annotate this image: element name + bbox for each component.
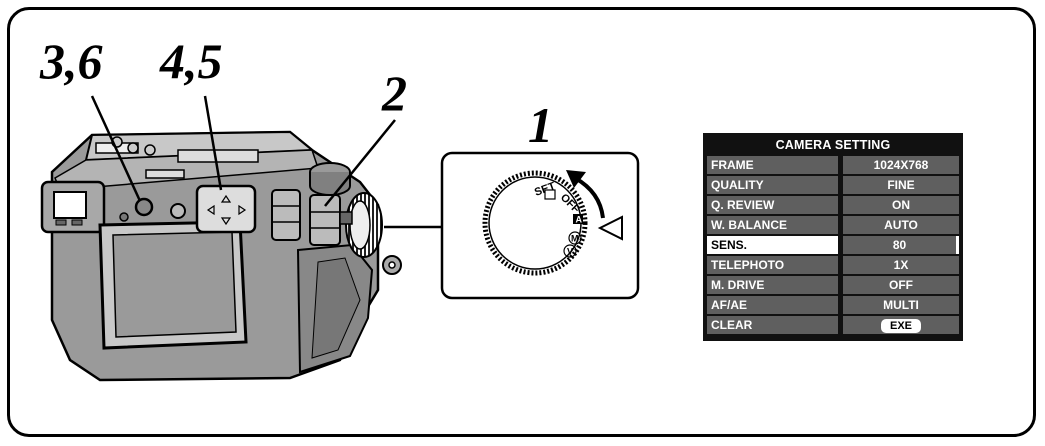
menu-title: CAMERA SETTING xyxy=(775,138,891,152)
leader-lines xyxy=(90,95,442,229)
menu-row-af-ae[interactable]: AF/AE MULTI xyxy=(707,296,959,314)
menu-key: CLEAR xyxy=(707,316,838,334)
menu-value: OFF xyxy=(843,276,959,294)
menu-row-frame[interactable]: FRAME 1024X768 xyxy=(707,156,959,174)
step-label-1: 1 xyxy=(528,97,553,153)
camera-mode-dial xyxy=(339,192,383,258)
menu-buttons xyxy=(119,197,186,222)
dial-mark-v: V xyxy=(567,247,573,257)
enlarged-mode-dial: OFF SET A M V xyxy=(482,170,588,276)
dial-mark-m: M xyxy=(571,234,579,244)
menu-key: Q. REVIEW xyxy=(707,196,838,214)
menu-value: EXE xyxy=(843,316,959,334)
menu-value: 80 xyxy=(843,236,959,254)
step-label-3-6: 3,6 xyxy=(40,33,103,89)
menu-value: MULTI xyxy=(843,296,959,314)
menu-row-sens[interactable]: SENS. 80 xyxy=(707,236,959,254)
triangle-pointer-icon xyxy=(597,215,623,241)
menu-row-m-drive[interactable]: M. DRIVE OFF xyxy=(707,276,959,294)
cross-key xyxy=(195,184,257,234)
menu-value: FINE xyxy=(843,176,959,194)
step-label-4-5: 4,5 xyxy=(160,33,223,89)
menu-value: 1X xyxy=(843,256,959,274)
menu-key-selected: SENS. xyxy=(707,236,838,254)
menu-row-w-balance[interactable]: W. BALANCE AUTO xyxy=(707,216,959,234)
dial-mark-a-icon xyxy=(573,214,583,224)
menu-key: W. BALANCE xyxy=(707,216,838,234)
viewfinder xyxy=(40,180,106,234)
dial-mark-a: A xyxy=(576,215,583,225)
strap-lug xyxy=(382,255,402,275)
menu-key: TELEPHOTO xyxy=(707,256,838,274)
curved-arrow-head-icon xyxy=(566,170,586,188)
menu-value: AUTO xyxy=(843,216,959,234)
menu-key: QUALITY xyxy=(707,176,838,194)
menu-row-clear[interactable]: CLEAR EXE xyxy=(707,316,959,334)
dial-mark-playback-icon xyxy=(544,189,556,200)
menu-key: AF/AE xyxy=(707,296,838,314)
menu-row-quality[interactable]: QUALITY FINE xyxy=(707,176,959,194)
menu-row-telephoto[interactable]: TELEPHOTO 1X xyxy=(707,256,959,274)
menu-row-q-review[interactable]: Q. REVIEW ON xyxy=(707,196,959,214)
menu-value: 1024X768 xyxy=(843,156,959,174)
menu-key: M. DRIVE xyxy=(707,276,838,294)
camera-setting-menu: CAMERA SETTING FRAME 1024X768 QUALITY FI… xyxy=(703,133,963,341)
menu-key: FRAME xyxy=(707,156,838,174)
exe-button[interactable]: EXE xyxy=(880,319,921,333)
step-label-2: 2 xyxy=(382,65,407,121)
lcd-screen xyxy=(98,220,248,350)
menu-value: ON xyxy=(843,196,959,214)
